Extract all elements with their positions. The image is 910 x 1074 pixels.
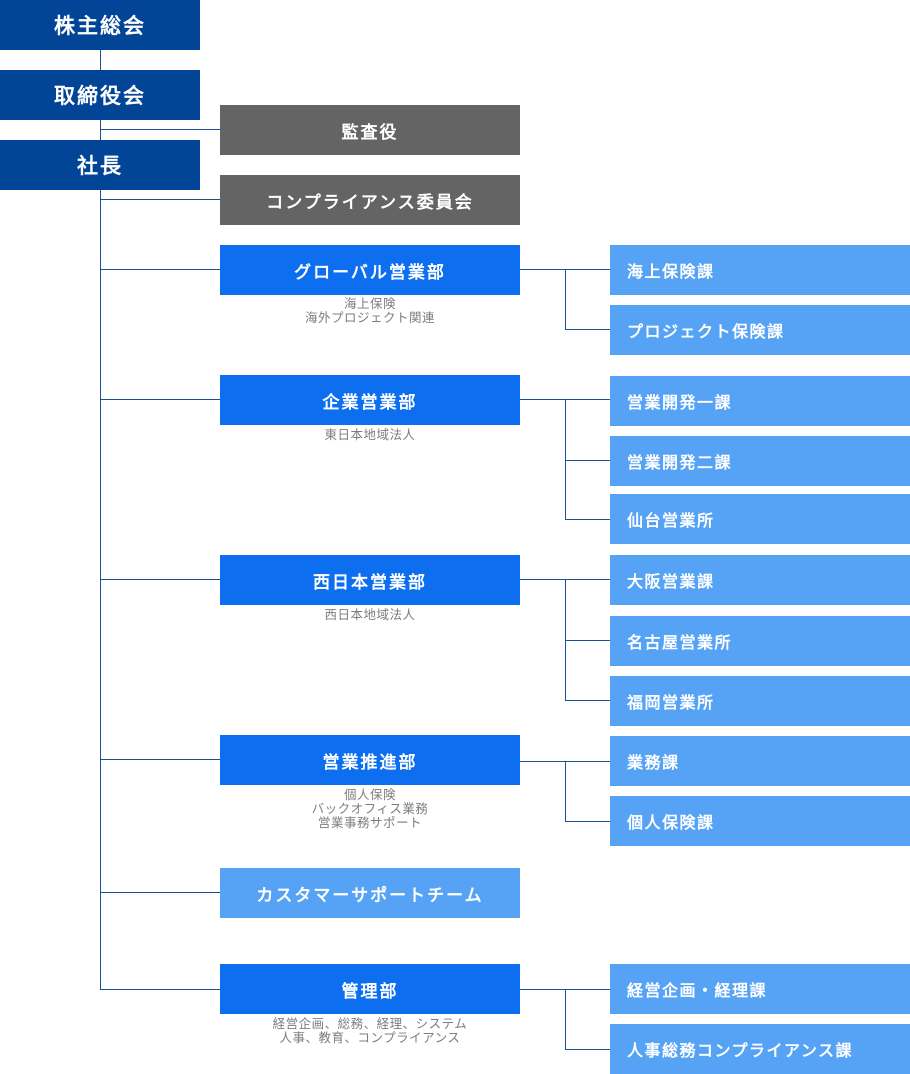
description-line: 海上保険 <box>343 296 396 311</box>
section-connector <box>565 640 610 641</box>
dept-connector-support <box>100 892 220 893</box>
dept-administration: 管理部 <box>220 964 520 1014</box>
section-connector <box>565 519 610 520</box>
description-line: 個人保険 <box>343 787 396 802</box>
trunk-line-top <box>100 50 101 70</box>
board-of-directors-box: 取締役会 <box>0 70 200 120</box>
compliance-committee-box: コンプライアンス委員会 <box>220 175 520 225</box>
section-connector <box>565 700 610 701</box>
section-fukuoka-office: 福岡営業所 <box>610 676 910 726</box>
section-marine-insurance: 海上保険課 <box>610 245 910 295</box>
description-line: 人事、教育、コンプライアンス <box>279 1030 461 1045</box>
dept-west-japan-sales: 西日本営業部 <box>220 555 520 605</box>
section-connector <box>565 821 610 822</box>
section-project-insurance: プロジェクト保険課 <box>610 305 910 355</box>
compliance-connector <box>100 199 220 200</box>
section-planning-accounting: 経営企画・経理課 <box>610 964 910 1014</box>
section-connector <box>565 1049 610 1050</box>
auditor-connector <box>100 129 220 130</box>
section-connector <box>565 269 566 329</box>
dept-sales-promotion-description: 個人保険 バックオフィス業務 営業事務サポート <box>220 788 520 830</box>
description-line: 営業事務サポート <box>317 815 422 830</box>
dept-sales-promotion: 営業推進部 <box>220 735 520 785</box>
section-connector <box>565 761 566 821</box>
dept-customer-support: カスタマーサポートチーム <box>220 868 520 918</box>
dept-connector-west <box>100 579 220 580</box>
description-line: バックオフィス業務 <box>311 801 429 816</box>
shareholders-meeting-box: 株主総会 <box>0 0 200 50</box>
section-connector <box>565 399 566 519</box>
description-line: 海外プロジェクト関連 <box>304 310 435 325</box>
dept-global-sales-description: 海上保険 海外プロジェクト関連 <box>220 297 520 325</box>
section-connector <box>565 460 610 461</box>
trunk-line-board <box>100 120 101 140</box>
section-connector <box>565 579 566 700</box>
dept-west-japan-sales-description: 西日本地域法人 <box>220 608 520 622</box>
dept-global-sales: グローバル営業部 <box>220 245 520 295</box>
description-line: 経営企画、総務、経理、システム <box>272 1016 468 1031</box>
dept-administration-description: 経営企画、総務、経理、システム 人事、教育、コンプライアンス <box>220 1017 520 1045</box>
section-operations: 業務課 <box>610 736 910 786</box>
president-box: 社長 <box>0 140 200 190</box>
section-hr-compliance: 人事総務コンプライアンス課 <box>610 1024 910 1074</box>
dept-connector-admin <box>100 989 220 990</box>
dept-corporate-sales-description: 東日本地域法人 <box>220 428 520 442</box>
section-connector <box>565 989 566 1049</box>
section-sales-dev-1: 営業開発一課 <box>610 376 910 426</box>
section-personal-insurance: 個人保険課 <box>610 796 910 846</box>
section-osaka-sales: 大阪営業課 <box>610 555 910 605</box>
dept-corporate-sales: 企業営業部 <box>220 375 520 425</box>
dept-connector-corporate <box>100 399 220 400</box>
trunk-line-main <box>100 190 101 990</box>
description-line: 東日本地域法人 <box>324 427 416 442</box>
section-sendai-office: 仙台営業所 <box>610 494 910 544</box>
description-line: 西日本地域法人 <box>324 607 416 622</box>
dept-connector-global <box>100 269 220 270</box>
auditor-box: 監査役 <box>220 105 520 155</box>
section-sales-dev-2: 営業開発二課 <box>610 436 910 486</box>
section-connector <box>565 329 610 330</box>
section-nagoya-office: 名古屋営業所 <box>610 616 910 666</box>
dept-connector-promotion <box>100 759 220 760</box>
